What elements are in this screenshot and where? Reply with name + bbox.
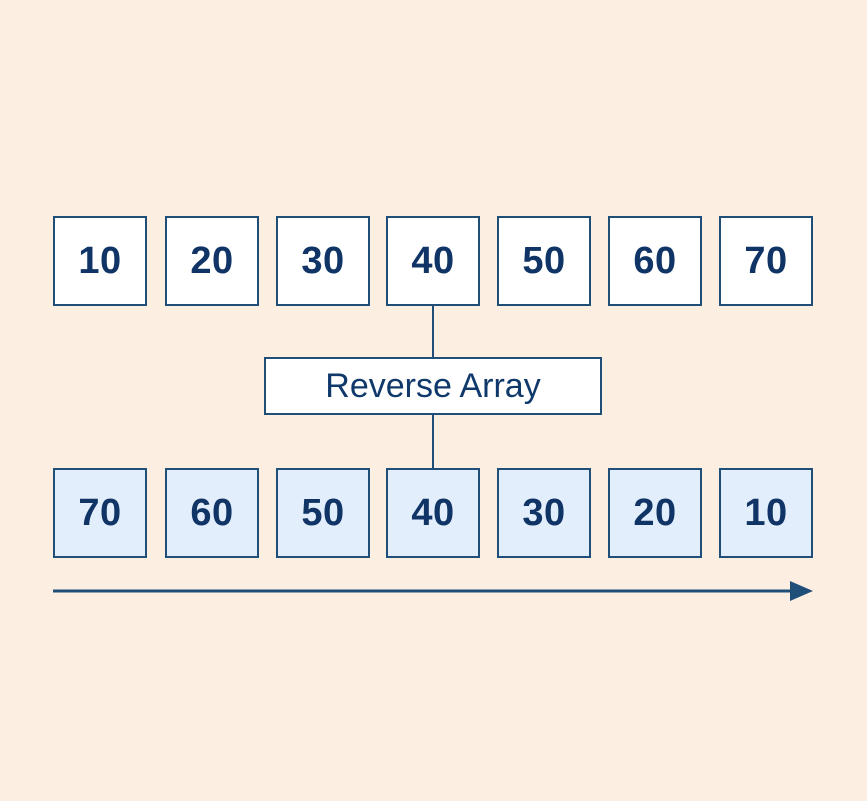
array-cell-input-6: 70 — [719, 216, 813, 306]
cell-value: 50 — [301, 492, 345, 534]
array-cell-input-5: 60 — [608, 216, 702, 306]
cell-value: 40 — [411, 240, 455, 282]
array-cell-input-0: 10 — [53, 216, 147, 306]
cell-value: 30 — [301, 240, 345, 282]
connector-line-lower — [432, 413, 434, 470]
cell-value: 10 — [744, 492, 788, 534]
cell-value: 60 — [633, 240, 677, 282]
array-cell-input-2: 30 — [276, 216, 370, 306]
cell-value: 10 — [78, 240, 122, 282]
array-cell-output-5: 20 — [608, 468, 702, 558]
array-cell-output-0: 70 — [53, 468, 147, 558]
cell-value: 50 — [522, 240, 566, 282]
array-cell-output-2: 50 — [276, 468, 370, 558]
array-cell-output-6: 10 — [719, 468, 813, 558]
cell-value: 70 — [78, 492, 122, 534]
reverse-array-process-box: Reverse Array — [264, 357, 602, 415]
array-cell-input-3: 40 — [386, 216, 480, 306]
cell-value: 60 — [190, 492, 234, 534]
array-cell-output-4: 30 — [497, 468, 591, 558]
process-label: Reverse Array — [325, 367, 541, 405]
array-cell-input-1: 20 — [165, 216, 259, 306]
cell-value: 20 — [633, 492, 677, 534]
array-cell-output-1: 60 — [165, 468, 259, 558]
array-cell-input-4: 50 — [497, 216, 591, 306]
cell-value: 70 — [744, 240, 788, 282]
cell-value: 30 — [522, 492, 566, 534]
connector-line-upper — [432, 304, 434, 359]
cell-value: 40 — [411, 492, 455, 534]
cell-value: 20 — [190, 240, 234, 282]
direction-arrow-icon — [53, 580, 813, 602]
array-cell-output-3: 40 — [386, 468, 480, 558]
